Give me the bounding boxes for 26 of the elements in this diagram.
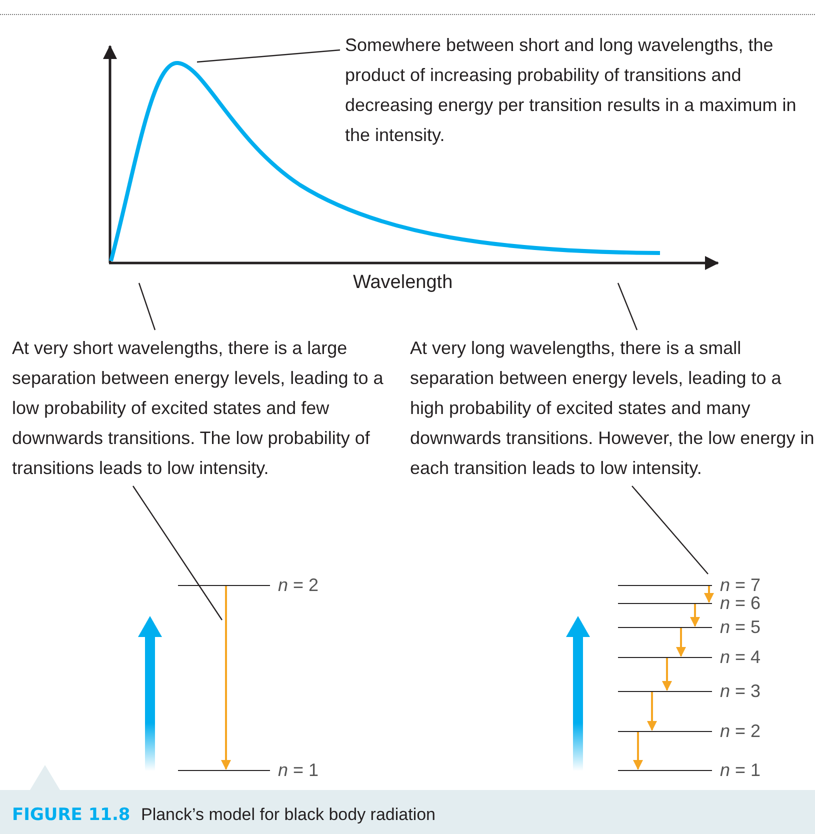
leader-line — [632, 486, 708, 574]
transition-arrow — [704, 586, 714, 603]
level-label: n = 2 — [720, 723, 761, 739]
level-label: n = 7 — [720, 577, 761, 593]
level-label: n = 1 — [278, 762, 319, 778]
transition-arrow — [690, 604, 700, 627]
annotation-text: Somewhere between short and long wavelengths, the product of increasing probability of transitions and decreasing energy per transition results in a maximum in the intensity. — [345, 30, 805, 150]
level-label: n = 1 — [720, 762, 761, 778]
annotation-text: At very short wavelengths, there is a large separation between energy levels, leading to a low probability of excited states and few downwards transitions. The low probability of transitions leads to low intensity. — [12, 333, 392, 483]
leader-line — [196, 49, 340, 63]
transition-arrow — [647, 692, 657, 731]
transition-arrow — [676, 628, 686, 657]
level-label: n = 2 — [278, 577, 319, 593]
transition-arrow — [633, 732, 643, 770]
leader-line — [617, 282, 638, 330]
axis-label: Wavelength — [353, 271, 453, 295]
transition-arrow — [221, 586, 231, 770]
leader-line — [138, 282, 156, 330]
level-label: n = 3 — [720, 683, 761, 699]
leader-line — [132, 486, 222, 620]
level-label: n = 6 — [720, 595, 761, 611]
annotation-text: At very long wavelengths, there is a small separation between energy levels, leading to a high probability of excited states and many downwards transitions. However, the low energy in each transition leads to low intensity. — [410, 333, 815, 483]
level-label: n = 5 — [720, 619, 761, 635]
figure-caption: FIGURE 11.8 Planck’s model for black body radiation — [12, 804, 436, 827]
transition-arrow — [662, 658, 672, 691]
level-label: n = 4 — [720, 649, 761, 665]
